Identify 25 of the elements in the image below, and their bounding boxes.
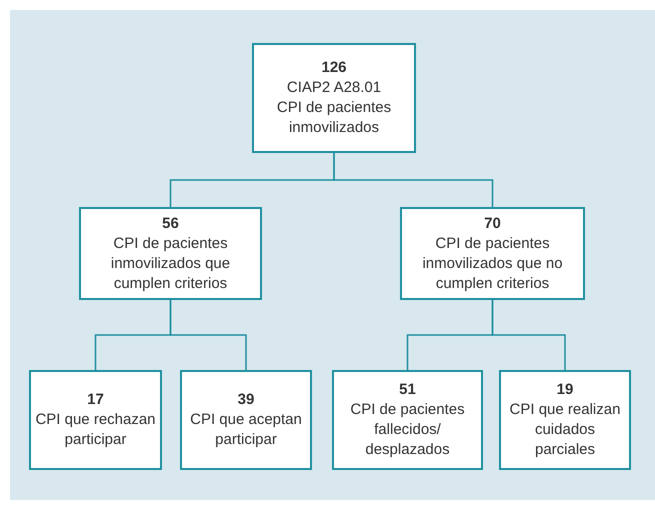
box-text: CPI de pacientes inmovilizados que cumplen criterios xyxy=(110,234,232,294)
box-text: CPI de pacientes inmovilizados que no cumplen criterios xyxy=(421,234,564,294)
connector-line xyxy=(492,300,566,370)
count-number: 17 xyxy=(87,390,104,410)
process-box xyxy=(499,370,631,470)
connector-line xyxy=(170,300,247,370)
box-text: CPI que rechazan participar xyxy=(34,410,157,450)
count-number: 56 xyxy=(162,214,179,234)
count-number: 39 xyxy=(238,390,254,410)
connector-line xyxy=(333,153,494,207)
count-number: 51 xyxy=(399,380,416,400)
box-text: CPI de pacientes inmovilizados xyxy=(276,98,392,138)
count-number: 19 xyxy=(556,380,574,400)
box-text: CIAP2 A28.01 xyxy=(286,78,382,98)
process-box xyxy=(252,43,416,153)
box-text: CPI de pacientes fallecidos/ desplazados xyxy=(349,400,466,460)
count-number: 126 xyxy=(321,58,347,78)
box-text: CPI que aceptan participar xyxy=(189,410,303,450)
process-box xyxy=(180,370,312,470)
process-box xyxy=(29,370,162,470)
box-text: CPI que realizan cuidados parciales xyxy=(508,400,622,460)
count-number: 70 xyxy=(484,214,501,234)
process-box xyxy=(332,370,483,470)
process-box xyxy=(400,207,585,300)
process-box xyxy=(79,207,262,300)
